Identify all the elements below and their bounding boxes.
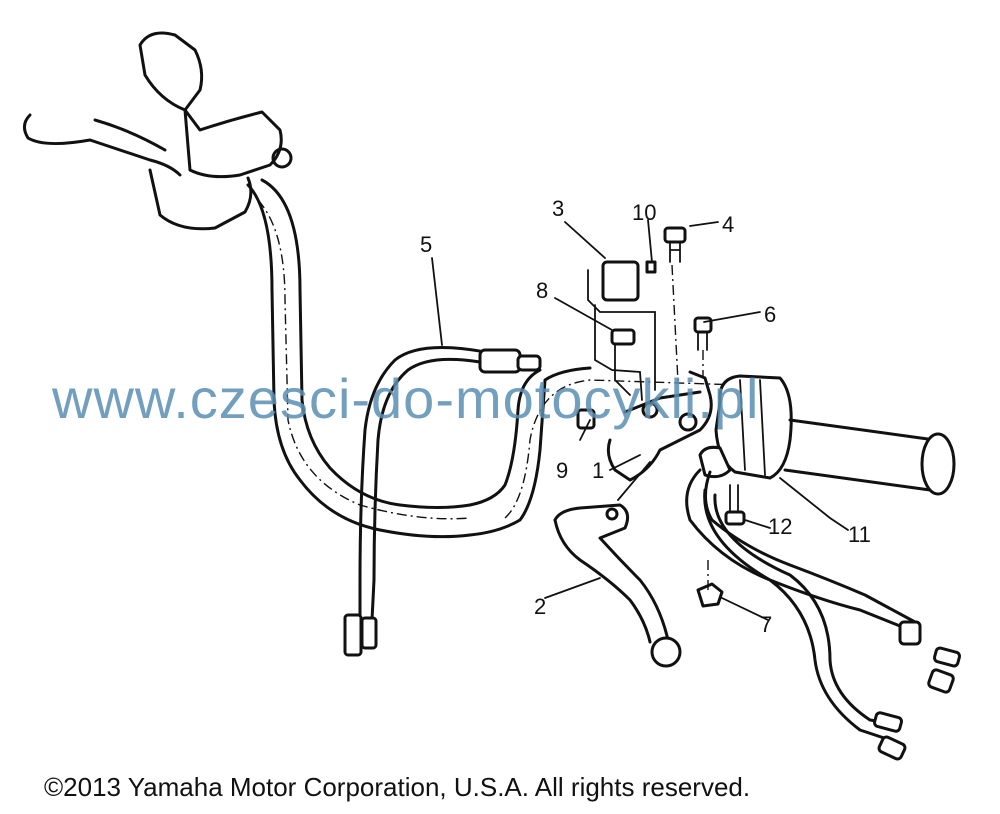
switch-housing <box>698 374 793 480</box>
callout-2: 2 <box>534 594 546 619</box>
callout-labels: 1 2 3 4 5 6 7 8 9 10 11 12 <box>420 196 871 637</box>
callout-1: 1 <box>592 458 604 483</box>
callout-8: 8 <box>536 278 548 303</box>
callout-12: 12 <box>768 514 792 539</box>
switch-bracket <box>587 260 656 401</box>
lever-holder <box>606 370 713 482</box>
callout-11: 11 <box>848 522 871 547</box>
leader-lines <box>431 219 849 621</box>
left-grip-assembly <box>23 31 293 231</box>
copyright-notice: ©2013 Yamaha Motor Corporation, U.S.A. A… <box>44 772 751 802</box>
callout-6: 6 <box>764 302 776 327</box>
fasteners <box>576 226 746 608</box>
handlebar <box>246 178 741 539</box>
wire-harness <box>685 468 962 761</box>
watermark-text: www.czesci-do-motocykli.pl <box>52 367 760 430</box>
right-grip <box>783 418 956 496</box>
callout-7: 7 <box>760 612 772 637</box>
callout-3: 3 <box>552 196 564 221</box>
callout-4: 4 <box>722 212 734 237</box>
switch-cable <box>343 346 542 657</box>
brake-lever <box>553 503 682 668</box>
callout-9: 9 <box>556 458 568 483</box>
callout-5: 5 <box>420 232 432 257</box>
callout-10: 10 <box>632 200 656 225</box>
